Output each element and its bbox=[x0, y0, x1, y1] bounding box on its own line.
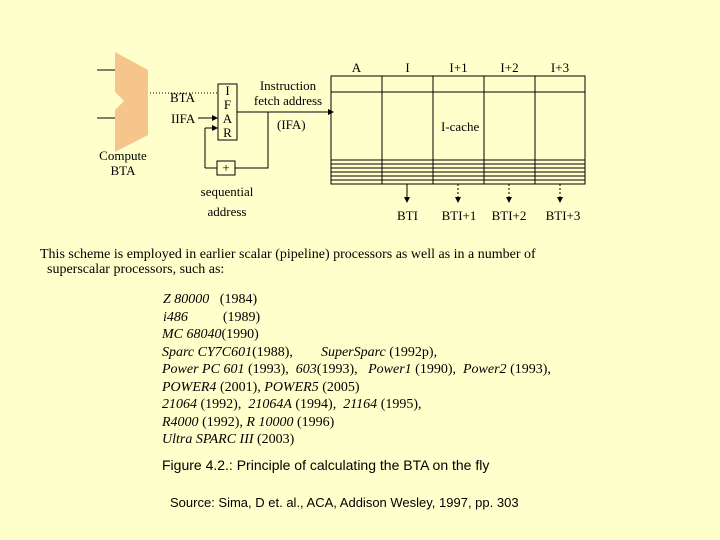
processor-name: MC 68040 bbox=[162, 327, 222, 342]
processor-name: POWER5 bbox=[264, 380, 319, 395]
processor-name: R 10000 bbox=[246, 415, 294, 430]
processor-name: 21064A bbox=[248, 397, 292, 412]
description-line-2: superscalar processors, such as: bbox=[47, 262, 225, 277]
column-header-a: A bbox=[351, 60, 362, 75]
iifa-arrowhead bbox=[212, 115, 218, 121]
source-citation: Source: Sima, D et. al., ACA, Addison We… bbox=[170, 495, 519, 510]
bti-label: BTI bbox=[397, 208, 418, 223]
adder-shape bbox=[115, 52, 148, 152]
plus-arrowhead bbox=[212, 125, 218, 131]
processor-year: (1993), bbox=[247, 362, 289, 377]
bti3-label: BTI+3 bbox=[545, 208, 581, 223]
figure-caption: Figure 4.2.: Principle of calculating th… bbox=[162, 457, 490, 473]
processor-line: Z 80000 (1984) bbox=[163, 292, 257, 308]
bta-label: BTA bbox=[170, 90, 195, 105]
processor-year: (1996) bbox=[296, 415, 335, 430]
column-header-i: I bbox=[405, 60, 410, 75]
processor-line: MC 68040(1990) bbox=[162, 327, 259, 343]
processor-year: (1988), bbox=[252, 345, 293, 360]
icache-label: I-cache bbox=[441, 119, 480, 134]
processor-year: (1993), bbox=[316, 362, 358, 377]
bti2-arrowhead bbox=[506, 197, 512, 203]
processor-year: (1992p), bbox=[389, 345, 438, 360]
processor-year: (1993), bbox=[510, 362, 551, 377]
sequential-address-label: sequential address bbox=[197, 182, 257, 222]
bti1-arrowhead bbox=[455, 197, 461, 203]
processor-year: (1990) bbox=[221, 327, 259, 342]
processor-name: 21064 bbox=[162, 397, 197, 412]
processor-name: Z 80000 bbox=[163, 292, 210, 307]
processor-year: (2005) bbox=[322, 380, 360, 395]
sequential-line-2: address bbox=[207, 204, 247, 219]
processor-name: Power PC 601 bbox=[162, 362, 245, 377]
processor-name: 603 bbox=[295, 362, 317, 377]
processor-line: POWER4 (2001), POWER5 (2005) bbox=[162, 380, 360, 396]
instruction-fetch-address-label: Instruction fetch address bbox=[243, 78, 333, 108]
compute-bta-label: Compute BTA bbox=[97, 148, 149, 178]
processor-year: (2003) bbox=[257, 432, 295, 447]
processor-name: Power1 bbox=[368, 362, 412, 377]
ifar-letter-f: F bbox=[223, 97, 232, 112]
ifar-letter-r: R bbox=[223, 125, 232, 140]
processor-year: (1984) bbox=[219, 292, 258, 307]
column-header-i1: I+1 bbox=[449, 60, 468, 75]
processor-name: 21164 bbox=[343, 397, 378, 412]
processor-name: Power2 bbox=[463, 362, 507, 377]
icache-block bbox=[330, 75, 586, 185]
processor-year: (1992), bbox=[200, 397, 242, 412]
bti2-label: BTI+2 bbox=[491, 208, 527, 223]
processor-year: (1992), bbox=[202, 415, 243, 430]
processor-line: Power PC 601 (1993), 603(1993), Power1 (… bbox=[162, 362, 551, 378]
ifar-letters: I F A R bbox=[218, 84, 237, 140]
processor-year: (1994), bbox=[295, 397, 337, 412]
ifar-letter-i: I bbox=[225, 83, 230, 98]
ifa-label-line-1: Instruction bbox=[259, 78, 317, 93]
column-header-i3: I+3 bbox=[550, 60, 570, 75]
processor-line: Ultra SPARC III (2003) bbox=[162, 432, 294, 448]
processor-year: (2001), bbox=[219, 380, 261, 395]
processor-name: SuperSparc bbox=[320, 345, 386, 360]
description-line-1: This scheme is employed in earlier scala… bbox=[40, 247, 536, 262]
processor-name: Ultra SPARC III bbox=[162, 432, 254, 447]
processor-year: (1990), bbox=[415, 362, 456, 377]
processor-name: POWER4 bbox=[162, 380, 217, 395]
ifa-label-line-2: fetch address bbox=[253, 93, 323, 108]
bti-arrowhead bbox=[404, 197, 410, 203]
processor-line: i486 (1989) bbox=[163, 310, 260, 326]
processor-name: R4000 bbox=[162, 415, 199, 430]
processor-line: R4000 (1992), R 10000 (1996) bbox=[162, 415, 334, 431]
compute-bta-line-1: Compute bbox=[99, 148, 147, 163]
plus-label: + bbox=[222, 160, 230, 175]
processor-year: (1989) bbox=[222, 310, 261, 325]
bti3-arrowhead bbox=[557, 197, 563, 203]
ifa-paren-label: (IFA) bbox=[277, 117, 306, 132]
column-header-i2: I+2 bbox=[500, 60, 519, 75]
processor-name: i486 bbox=[163, 310, 188, 325]
compute-bta-line-2: BTA bbox=[110, 163, 136, 178]
ifar-letter-a: A bbox=[222, 111, 233, 126]
iifa-label: IIFA bbox=[171, 111, 196, 126]
bti1-label: BTI+1 bbox=[441, 208, 477, 223]
feedback-line bbox=[235, 112, 269, 169]
processor-line: 21064 (1992), 21064A (1994), 21164 (1995… bbox=[162, 397, 422, 413]
processor-year: (1995), bbox=[380, 397, 422, 412]
processor-line: Sparc CY7C601(1988), SuperSparc (1992p), bbox=[162, 345, 437, 361]
processor-name: Sparc CY7C601 bbox=[162, 345, 253, 360]
sequential-line-1: sequential bbox=[200, 184, 254, 199]
